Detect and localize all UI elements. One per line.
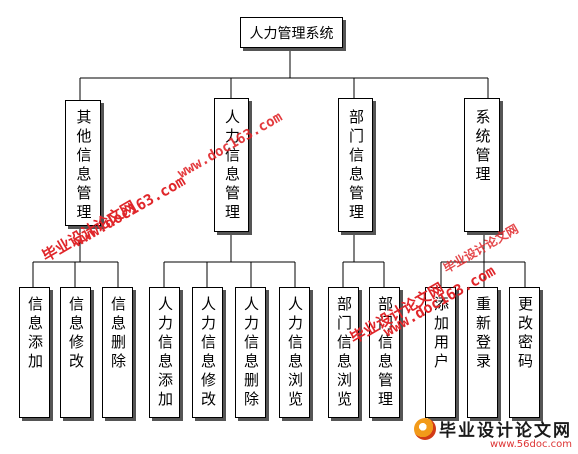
leaf-label: 重新登录 (474, 296, 492, 372)
leaf-label: 信息删除 (109, 296, 127, 372)
module-label: 其他信息管理 (74, 109, 93, 223)
root-node: 人力管理系统 (240, 17, 343, 48)
leaf-node: 重新登录 (467, 287, 498, 418)
leaf-label: 人力信息修改 (199, 296, 217, 410)
logo-icon (414, 417, 436, 440)
leaf-label: 添加用户 (432, 296, 450, 372)
leaf-label: 更改密码 (516, 296, 534, 372)
module-label: 部门信息管理 (347, 109, 365, 223)
leaf-node: 信息添加 (19, 287, 50, 418)
leaf-node: 更改密码 (509, 287, 540, 418)
leaf-label: 信息添加 (26, 296, 44, 372)
module-label: 系统管理 (473, 109, 492, 185)
module-node-hr-info: 人力信息管理 (214, 98, 249, 232)
leaf-node: 添加用户 (425, 287, 456, 418)
leaf-node: 人力信息修改 (192, 287, 223, 418)
leaf-label: 信息修改 (67, 296, 85, 372)
brand-logo-title: 毕业设计论文网 (439, 421, 572, 441)
module-node-system: 系统管理 (464, 98, 500, 232)
leaf-node: 人力信息删除 (235, 287, 266, 418)
leaf-node: 人力信息浏览 (279, 287, 310, 418)
leaf-node: 信息修改 (60, 287, 91, 418)
leaf-node: 部门信息管理 (369, 287, 400, 418)
leaf-node: 部门信息浏览 (328, 287, 359, 418)
module-node-dept-info: 部门信息管理 (338, 98, 373, 232)
leaf-label: 人力信息删除 (242, 296, 260, 410)
root-label: 人力管理系统 (249, 25, 334, 42)
leaf-label: 人力信息浏览 (286, 296, 304, 410)
leaf-label: 部门信息浏览 (335, 296, 353, 410)
module-node-other-info: 其他信息管理 (65, 100, 101, 226)
module-label: 人力信息管理 (223, 109, 241, 223)
leaf-label: 部门信息管理 (376, 296, 394, 410)
brand-logo: 毕业设计论文网 www.56doc.com (414, 416, 572, 450)
brand-logo-url: www.56doc.com (489, 439, 572, 450)
leaf-node: 信息删除 (102, 287, 133, 418)
leaf-node: 人力信息添加 (149, 287, 180, 418)
leaf-label: 人力信息添加 (156, 296, 174, 410)
